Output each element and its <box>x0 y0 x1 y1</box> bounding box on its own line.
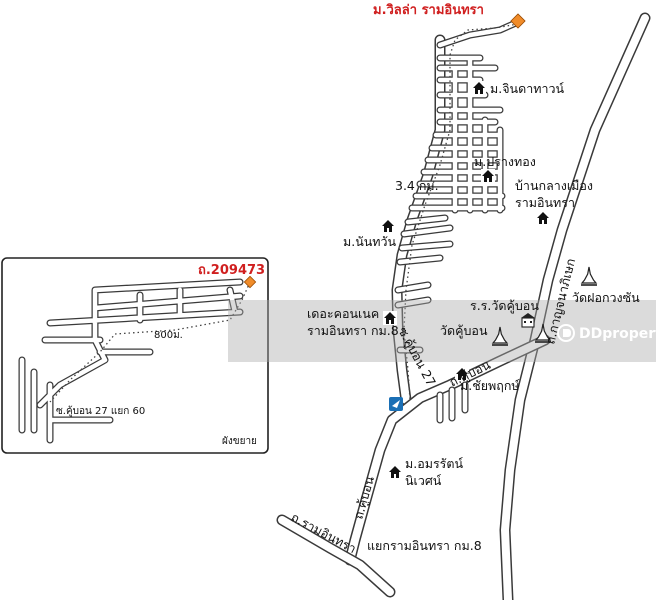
blue-place-marker-icon <box>389 397 403 411</box>
house-icon <box>472 81 486 95</box>
watermark-brand: DDproperty <box>579 326 656 342</box>
house-icon <box>536 211 550 225</box>
inset-destination-marker-icon <box>243 275 257 289</box>
chai-phruek-label: ม.ชัยพฤกษ์ <box>460 378 520 393</box>
inset-distance: 800ม. <box>154 330 183 341</box>
chinda-town-label: ม.จินดาทาวน์ <box>490 81 564 96</box>
house-icon <box>388 465 402 479</box>
ramintra-road <box>276 514 396 598</box>
village-streets <box>394 54 506 424</box>
the-connect-label-2: รามอินทรา กม.8 <box>307 323 399 338</box>
inset-road-code: ถ.209473 <box>198 263 265 278</box>
ddproperty-logo-icon <box>557 324 575 342</box>
villa-access-road <box>436 18 522 49</box>
ban-klang-muang-label-1: บ้านกลางเมือง <box>515 178 593 193</box>
distance-label: 3.4 กม. <box>395 178 439 193</box>
inset-map: ถ.209473 800ม. ซ.คู้บอน 27 แยก 60 ผังขยา… <box>1 257 269 454</box>
wat-fao-label: วัดฝอกวงซัน <box>572 290 640 305</box>
school-icon <box>521 313 535 328</box>
wat-khubon-label: วัดคู้บอน <box>440 323 488 339</box>
prang-thong-label: ม.ปรางทอง <box>474 154 536 169</box>
inset-caption: ผังขยาย <box>222 436 257 447</box>
inset-soi-label: ซ.คู้บอน 27 แยก 60 <box>56 405 145 417</box>
amorn-label-1: ม.อมรรัตน์ <box>405 456 464 471</box>
house-icon <box>481 169 495 183</box>
route-dotted-line <box>403 23 519 401</box>
school-label: ร.ร.วัดคู้บอน <box>470 298 539 314</box>
house-icon <box>381 219 395 233</box>
destination-marker-icon <box>510 13 526 29</box>
khubon-road <box>344 334 551 566</box>
khubon-road-lower-label: ถ.คู้บอน <box>350 474 378 521</box>
watermark: DDproperty <box>228 300 656 362</box>
destination-label: ม.วิลล่า รามอินทรา <box>373 3 484 18</box>
nanthawan-label: ม.นันทวัน <box>343 234 397 249</box>
ramintra-junction-label: แยกรามอินทรา กม.8 <box>367 538 482 553</box>
ban-klang-muang-label-2: รามอินทรา <box>515 195 575 210</box>
amorn-label-2: นิเวศน์ <box>405 473 442 488</box>
temple-icon <box>580 266 598 286</box>
the-connect-label-1: เดอะคอนเนค <box>307 306 379 321</box>
